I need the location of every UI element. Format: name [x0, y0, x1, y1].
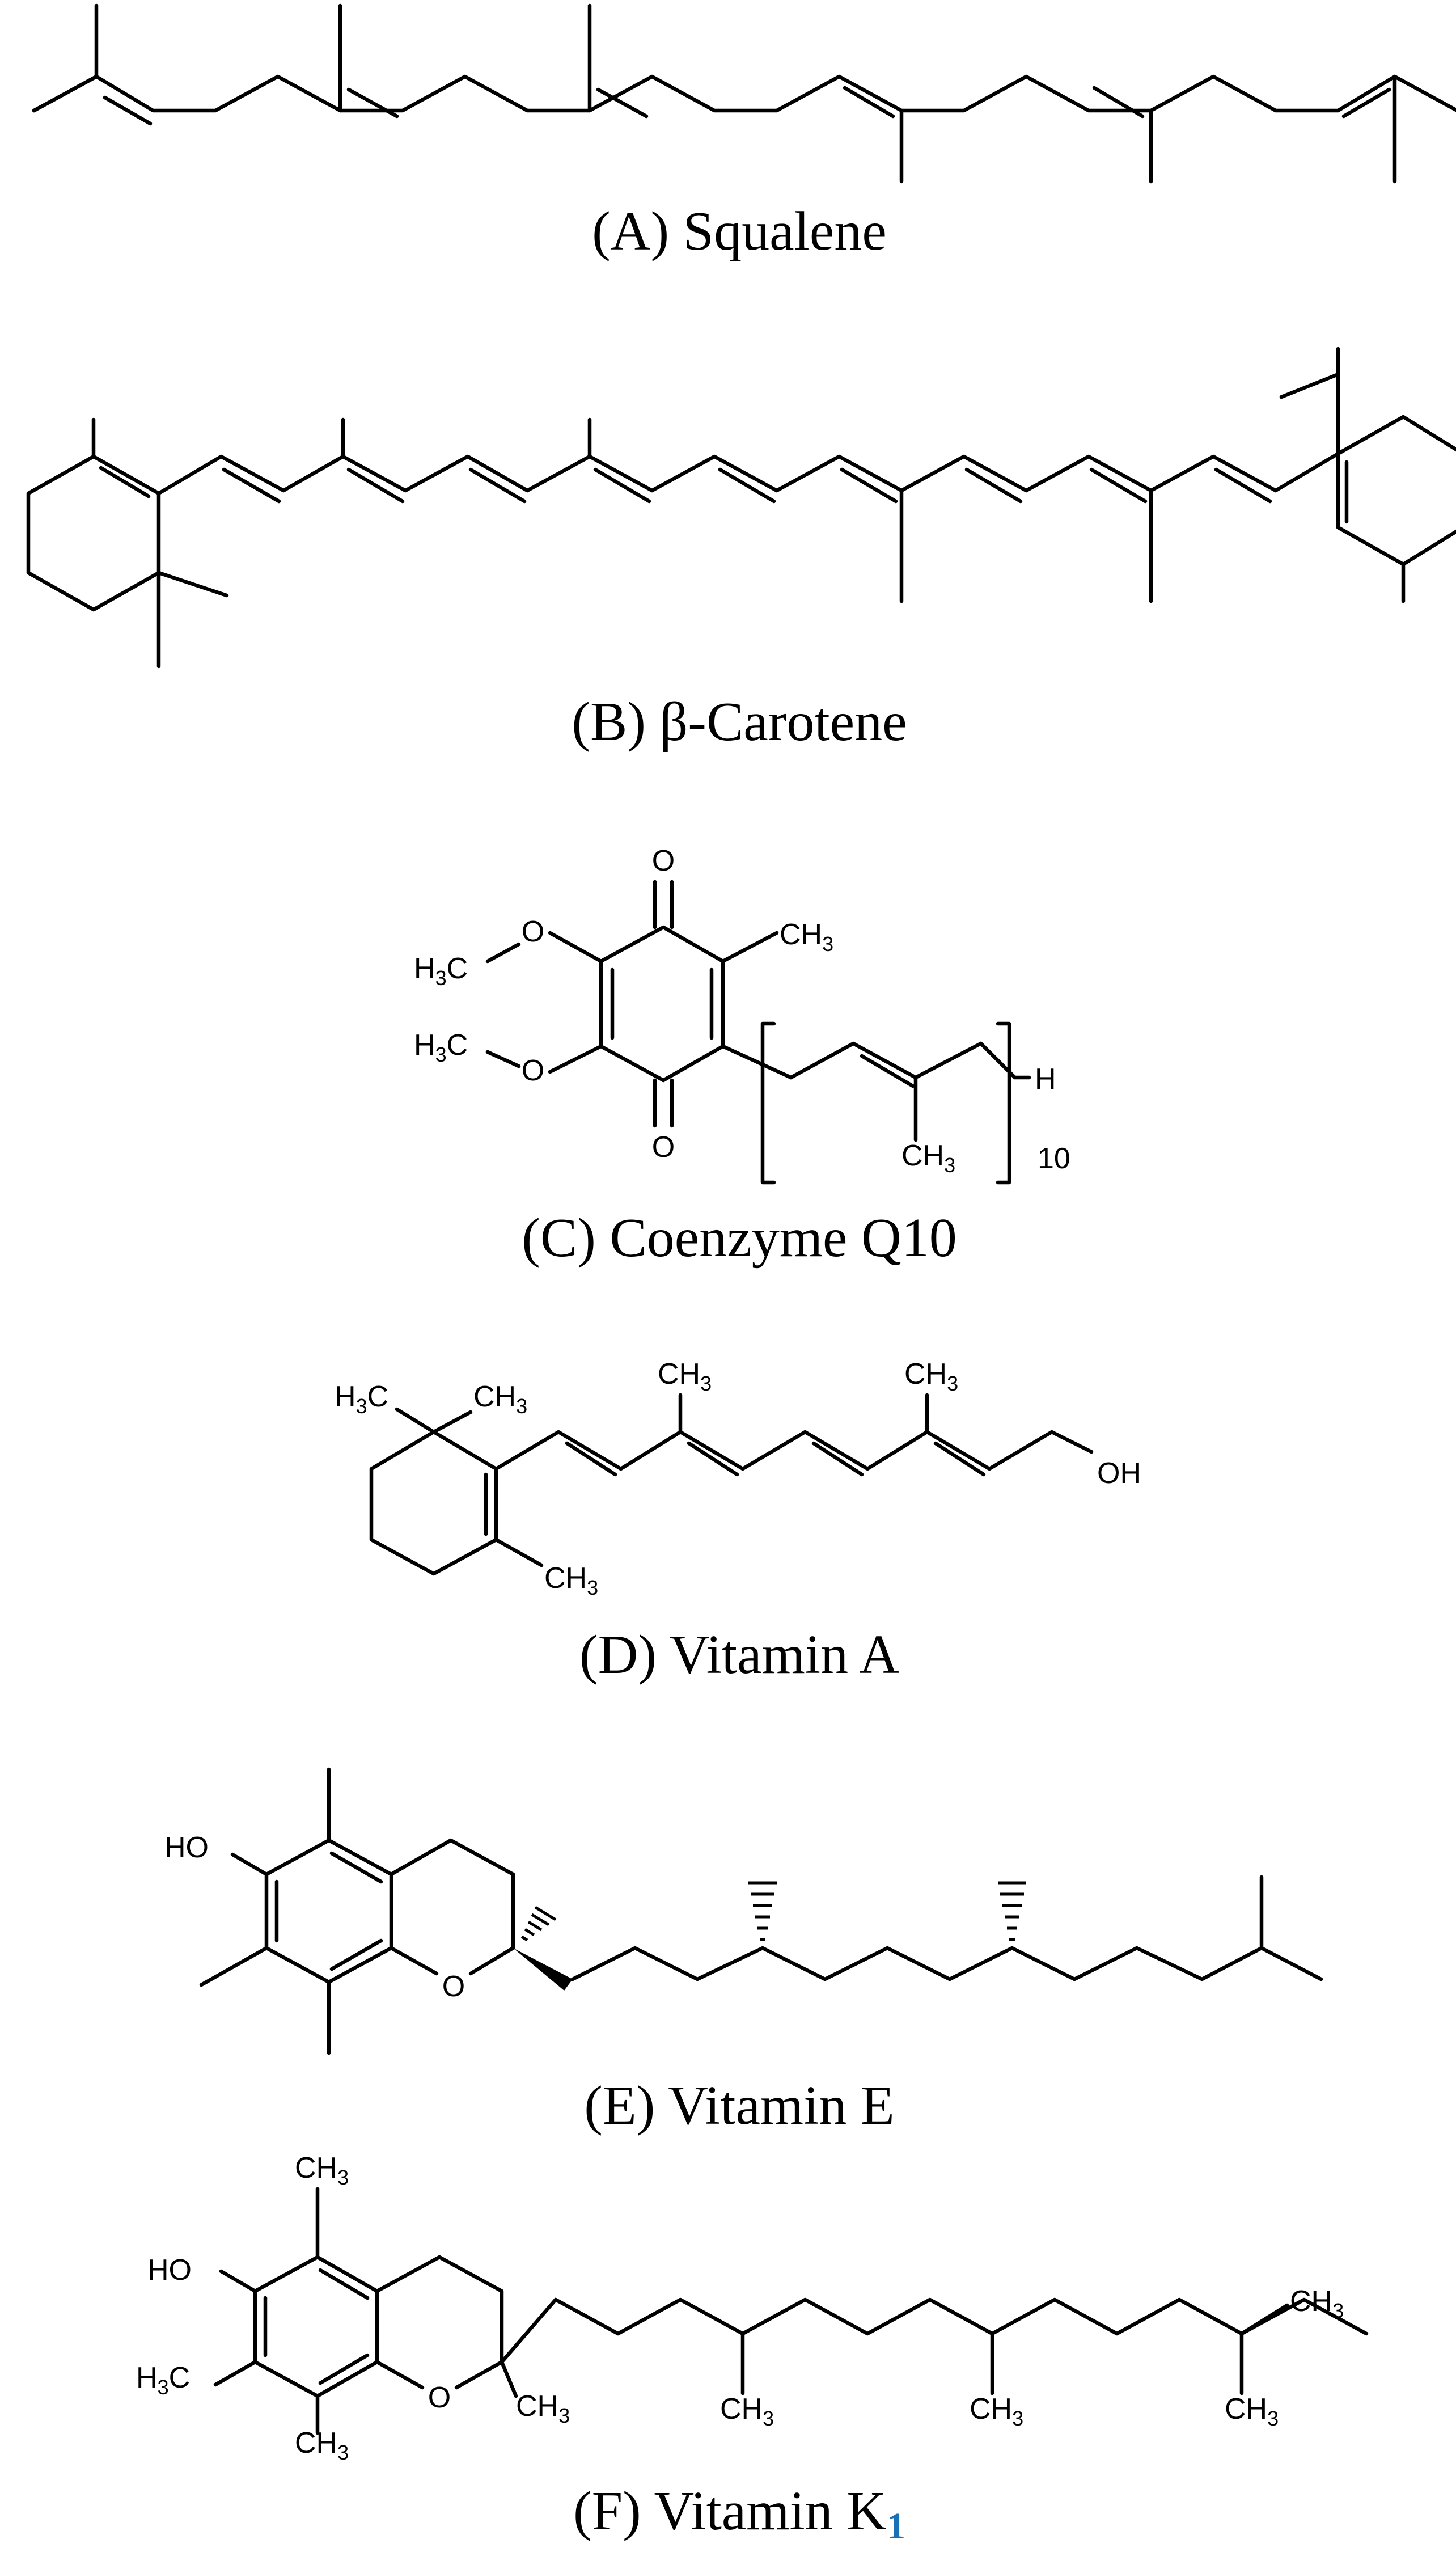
beta-carotene-caption: (B) β-Carotene: [572, 691, 907, 753]
label-ch3-a: CH3: [658, 1358, 712, 1395]
atom-o-methoxy-1: O: [522, 915, 544, 948]
label-h3c-2: H3C: [414, 1029, 468, 1066]
coenzyme-q10-structure: [485, 880, 1031, 1185]
vitamin-a-structure: [369, 1393, 1094, 1576]
label-ch3-top: CH3: [295, 2152, 349, 2189]
label-h3c-1: H3C: [414, 952, 468, 990]
atom-o-top: O: [652, 844, 675, 877]
vitamin-k1-caption: (F) Vitamin K1: [573, 2481, 905, 2547]
vitamin-k1-structure: [213, 2187, 1369, 2435]
coenzyme-q10-caption: (C) Coenzyme Q10: [522, 1207, 957, 1269]
label-ch3-chain: CH3: [901, 1139, 955, 1177]
repeat-count: 10: [1038, 1142, 1070, 1175]
label-h3c: H3C: [136, 2361, 190, 2399]
atom-h-end: H: [1035, 1063, 1056, 1096]
atom-o-bottom: O: [652, 1131, 675, 1164]
vitamin-e-structure: [199, 1767, 1323, 2055]
vitamin-a-caption: (D) Vitamin A: [579, 1624, 899, 1685]
atom-o-ring: O: [442, 1970, 465, 2003]
label-ch3-end-up: CH3: [1290, 2285, 1344, 2322]
label-ch3-bottom: CH3: [295, 2427, 349, 2464]
label-ch3-ring: CH3: [544, 1562, 598, 1599]
atom-o-methoxy-2: O: [522, 1054, 544, 1087]
label-oh: OH: [1097, 1457, 1141, 1490]
label-ch3-quat: CH3: [516, 2390, 570, 2427]
label-ch3-branch-1: CH3: [720, 2393, 774, 2430]
label-h3c-gem: H3C: [335, 1380, 388, 1418]
label-ho: HO: [147, 2254, 192, 2287]
label-ch3-end-down: CH3: [1225, 2393, 1279, 2430]
squalene-structure: [32, 3, 1456, 184]
label-ch3-branch-2: CH3: [970, 2393, 1023, 2430]
label-ch3-gem: CH3: [473, 1380, 527, 1418]
beta-carotene-structure: [26, 347, 1456, 669]
squalene-caption: (A) Squalene: [592, 201, 887, 262]
label-ch3-top: CH3: [780, 918, 833, 956]
atom-o-ring: O: [428, 2381, 451, 2414]
vitamin-e-caption: (E) Vitamin E: [584, 2075, 895, 2136]
label-ho: HO: [164, 1831, 209, 1864]
label-ch3-b: CH3: [904, 1358, 958, 1395]
